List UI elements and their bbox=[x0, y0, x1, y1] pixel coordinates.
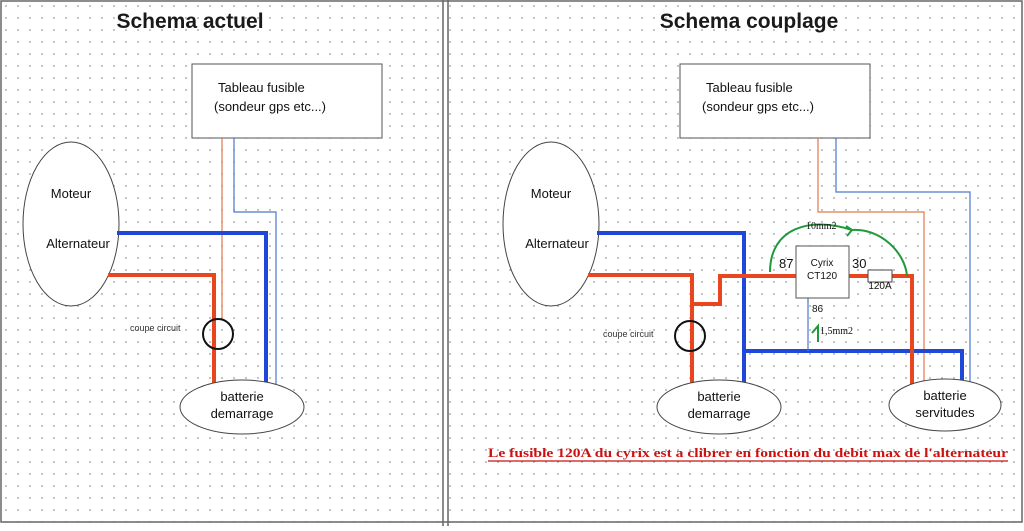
left-panel: Schema actuel Tableau fusible (sondeur g… bbox=[22, 10, 383, 435]
cyrix-pin-87: 87 bbox=[779, 256, 793, 271]
left-thin-negative-wire bbox=[233, 138, 277, 392]
left-start-battery-line2: demarrage bbox=[211, 406, 274, 421]
right-engine-label: Moteur bbox=[531, 186, 572, 201]
right-negative-link-wire bbox=[744, 349, 964, 392]
right-start-battery bbox=[656, 379, 782, 435]
right-panel-title: Schema couplage bbox=[660, 10, 839, 33]
right-fuse-panel-line1: Tableau fusible bbox=[706, 80, 793, 95]
service-battery-line1: batterie bbox=[923, 388, 966, 403]
right-fuse-panel-box bbox=[679, 63, 871, 139]
left-fuse-panel-line2: (sondeur gps etc...) bbox=[214, 99, 326, 114]
left-breaker-symbol bbox=[202, 318, 234, 350]
cyrix-pin-86: 86 bbox=[812, 304, 824, 315]
jumper-arrow bbox=[845, 225, 853, 237]
left-positive-wire bbox=[108, 273, 216, 393]
service-battery bbox=[888, 378, 1002, 432]
left-panel-title: Schema actuel bbox=[116, 10, 263, 33]
right-breaker-label: coupe circuit bbox=[603, 329, 654, 339]
left-breaker-label: coupe circuit bbox=[130, 323, 181, 333]
service-battery-line2: servitudes bbox=[915, 405, 975, 420]
ground-wire-label: 1,5mm2 bbox=[820, 326, 853, 337]
ground-wire-marker bbox=[811, 323, 819, 342]
right-engine-ellipse bbox=[502, 141, 600, 307]
fuse-to-service-battery-wire bbox=[892, 274, 914, 392]
fuse-120a-symbol bbox=[867, 269, 893, 283]
cyrix-label-line1: Cyrix bbox=[811, 258, 834, 269]
left-fuse-panel-box bbox=[191, 63, 383, 139]
fuse-120a-label: 120A bbox=[868, 281, 892, 292]
right-fuse-panel-line2: (sondeur gps etc...) bbox=[702, 99, 814, 114]
right-panel: Schema couplage Tableau fusible (sondeur… bbox=[488, 10, 1008, 462]
left-start-battery-line1: batterie bbox=[220, 389, 263, 404]
right-start-battery-line1: batterie bbox=[697, 389, 740, 404]
cyrix-label-line2: CT120 bbox=[807, 271, 837, 282]
right-positive-to-cyrix-wire bbox=[692, 274, 796, 306]
left-negative-wire bbox=[117, 231, 268, 392]
right-start-battery-line2: demarrage bbox=[688, 406, 751, 421]
right-thin-positive-wire bbox=[817, 138, 925, 392]
left-start-battery bbox=[179, 379, 305, 435]
cyrix-pin-30: 30 bbox=[852, 256, 866, 271]
right-alternator-label: Alternateur bbox=[525, 236, 589, 251]
left-engine-ellipse bbox=[22, 141, 120, 307]
cyrix-coupler-box bbox=[795, 245, 850, 299]
right-positive-wire bbox=[588, 273, 694, 392]
calibration-note: Le fusible 120A du cyrix est a clibrer e… bbox=[488, 445, 1008, 460]
left-fuse-panel-line1: Tableau fusible bbox=[218, 80, 305, 95]
left-engine-label: Moteur bbox=[51, 186, 92, 201]
jumper-label: 10mm2 bbox=[806, 221, 837, 232]
jumper-left-curve bbox=[769, 223, 853, 273]
right-negative-wire bbox=[597, 231, 746, 392]
right-breaker-symbol bbox=[674, 320, 706, 352]
left-alternator-label: Alternateur bbox=[46, 236, 110, 251]
right-thin-negative-wire bbox=[835, 138, 971, 392]
jumper-right-curve bbox=[851, 228, 908, 277]
